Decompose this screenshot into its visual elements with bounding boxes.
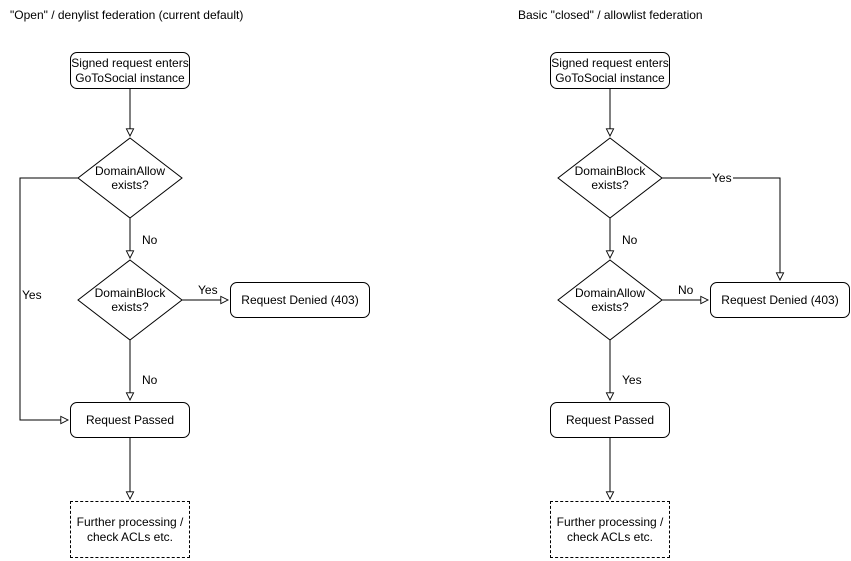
right-connector-decision1-yes-to-denied — [662, 177, 780, 280]
right-edge-label-no-denied: No — [677, 283, 695, 297]
left-edge-label-yes-passed: Yes — [21, 288, 43, 302]
left-connector-decision1-yes-to-passed — [19, 177, 78, 420]
left-request-passed-node: Request Passed — [70, 402, 190, 438]
right-decision-domainblock-diamond — [557, 137, 663, 219]
left-decision-domainblock-diamond — [77, 259, 183, 341]
right-decision-domainallow-diamond — [557, 259, 663, 341]
left-edge-label-no-2: No — [141, 373, 159, 387]
right-start-node: Signed request enters GoToSocial instanc… — [550, 52, 670, 89]
left-edge-label-no-1: No — [141, 233, 159, 247]
left-start-node: Signed request enters GoToSocial instanc… — [70, 52, 190, 89]
right-request-denied-node: Request Denied (403) — [710, 282, 850, 318]
left-diagram-title: "Open" / denylist federation (current de… — [10, 8, 244, 22]
right-edge-label-no-1: No — [621, 233, 639, 247]
right-request-passed-node: Request Passed — [550, 402, 670, 438]
left-further-processing-node: Further processing / check ACLs etc. — [70, 501, 190, 558]
left-request-denied-node: Request Denied (403) — [230, 282, 370, 318]
right-diagram-title: Basic "closed" / allowlist federation — [518, 8, 703, 22]
right-edge-label-yes-denied: Yes — [711, 171, 733, 185]
left-decision-domainallow-diamond — [77, 137, 183, 219]
right-further-processing-node: Further processing / check ACLs etc. — [550, 501, 670, 558]
left-edge-label-yes-denied: Yes — [197, 283, 219, 297]
right-edge-label-yes-passed: Yes — [621, 373, 643, 387]
